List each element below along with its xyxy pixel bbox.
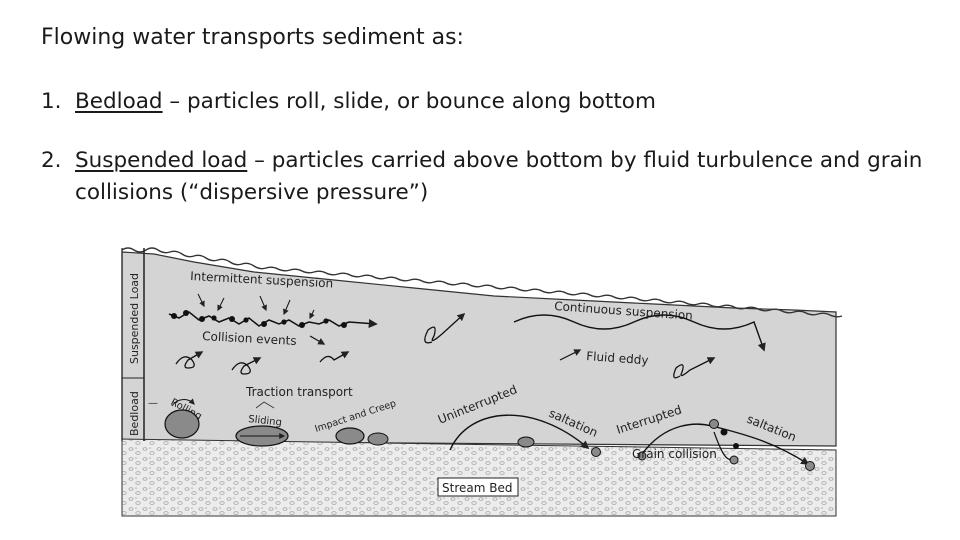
water-surface: [121, 247, 843, 318]
stream-bed-label-box: [437, 477, 519, 497]
interrupted-saltation-path-1: [641, 423, 713, 455]
definition-bedload: – particles roll, slide, or bounce along…: [162, 89, 656, 114]
diagram-svg: Suspended Load Bedload — Intermittent su…: [121, 247, 843, 517]
continuous-path: [513, 314, 766, 352]
collision-grains: [637, 419, 815, 471]
rolling-grain: [164, 409, 200, 439]
transport-list: 1. Bedload – particles roll, slide, or b…: [41, 86, 931, 236]
saltation-grain-1: [517, 436, 535, 448]
creep-grain-1: [335, 427, 365, 445]
traction-bracket: [255, 401, 275, 409]
water-area: [121, 251, 837, 447]
label-traction-transport: Traction transport: [245, 385, 353, 399]
list-number: 2.: [41, 148, 62, 173]
collision-arrows: [197, 293, 315, 320]
uninterrupted-saltation-path: [449, 414, 590, 451]
interrupted-saltation-path-2: [711, 425, 810, 465]
label-suspended-load: Suspended Load: [128, 273, 141, 364]
label-stream-bed: Stream Bed: [442, 481, 512, 495]
eddy-arrow-1: [175, 351, 204, 369]
sediment-transport-diagram: Suspended Load Bedload — Intermittent su…: [114, 236, 844, 520]
eddy-arrow-2: [231, 357, 262, 375]
list-item-bedload: 1. Bedload – particles roll, slide, or b…: [41, 86, 931, 118]
creep-grain-2: [367, 432, 389, 446]
list-number: 1.: [41, 89, 62, 114]
slide-heading: Flowing water transports sediment as:: [41, 25, 464, 50]
bedload-tick: —: [148, 398, 158, 409]
eddy-loop-arrow-right: [673, 357, 716, 379]
term-suspended-load: Suspended load: [75, 148, 248, 173]
eddy-arrow-4: [309, 335, 326, 345]
term-bedload: Bedload: [75, 89, 163, 114]
label-sliding: Sliding: [248, 414, 283, 428]
fluid-eddy-arrow: [559, 349, 582, 361]
suspended-grains: [171, 310, 347, 328]
list-item-suspended-load: 2. Suspended load – particles carried ab…: [41, 145, 931, 209]
suspension-loop-arrow: [424, 312, 466, 344]
saltation-grain-2: [591, 447, 601, 457]
label-bedload: Bedload: [128, 391, 141, 436]
label-grain-collision: Grain collision: [632, 447, 717, 461]
definition-suspended-load: – particles carried above bottom by flui…: [75, 148, 923, 205]
rolling-arrow: [171, 398, 195, 407]
label-fluid-eddy: Fluid eddy: [586, 349, 649, 367]
label-collision-events: Collision events: [202, 329, 297, 348]
eddy-arrow-3: [319, 351, 350, 363]
